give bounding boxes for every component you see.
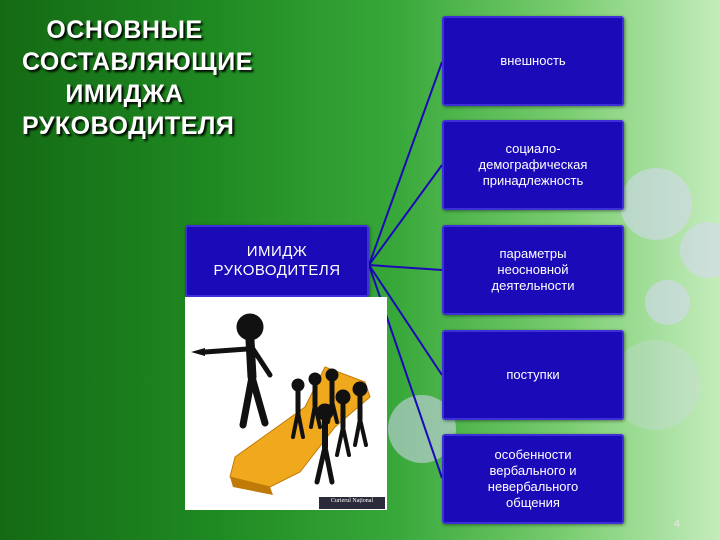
component-text: поступки [506, 367, 560, 382]
decor-bubble [680, 222, 720, 278]
component-text: особенности [494, 447, 572, 462]
component-box-activity: параметры неосновной деятельности [442, 225, 624, 315]
component-text: деятельности [491, 278, 575, 293]
slide-title: ОСНОВНЫЕ СОСТАВЛЯЮЩИЕ ИМИДЖА РУКОВОДИТЕЛ… [22, 14, 253, 142]
component-text: демографическая [478, 157, 588, 172]
leader-illustration: Curierul Național [185, 297, 387, 510]
center-node-line: ИМИДЖ [246, 243, 308, 260]
leader-figures-icon [191, 313, 385, 509]
title-line: ИМИДЖА [65, 80, 184, 108]
connector-line [368, 264, 443, 376]
component-text: принадлежность [482, 173, 584, 188]
center-node-line: РУКОВОДИТЕЛЯ [213, 262, 341, 279]
title-line: РУКОВОДИТЕЛЯ [22, 112, 235, 140]
title-line: СОСТАВЛЯЮЩИЕ [22, 48, 253, 76]
component-box-social: социало- демографическая принадлежность [442, 120, 624, 210]
component-text: внешность [500, 53, 566, 68]
component-box-communication: особенности вербального и невербального … [442, 434, 624, 524]
decor-bubble [620, 168, 692, 240]
component-text: невербального [487, 479, 579, 494]
decor-bubble [610, 340, 700, 430]
page-number: 4 [673, 518, 680, 530]
connector-line [368, 164, 443, 266]
component-text: вербального и [489, 463, 577, 478]
image-caption: Curierul Național [330, 498, 374, 504]
component-box-appearance: внешность [442, 16, 624, 106]
connector-line [368, 61, 443, 266]
component-text: параметры [499, 246, 567, 261]
component-box-actions: поступки [442, 330, 624, 420]
component-text: неосновной [497, 262, 569, 277]
center-node: ИМИДЖ РУКОВОДИТЕЛЯ [185, 225, 369, 297]
title-line: ОСНОВНЫЕ [46, 16, 203, 44]
component-text: общения [506, 495, 560, 510]
connector-line [368, 264, 443, 271]
component-text: социало- [505, 141, 561, 156]
decor-bubble [645, 280, 690, 325]
